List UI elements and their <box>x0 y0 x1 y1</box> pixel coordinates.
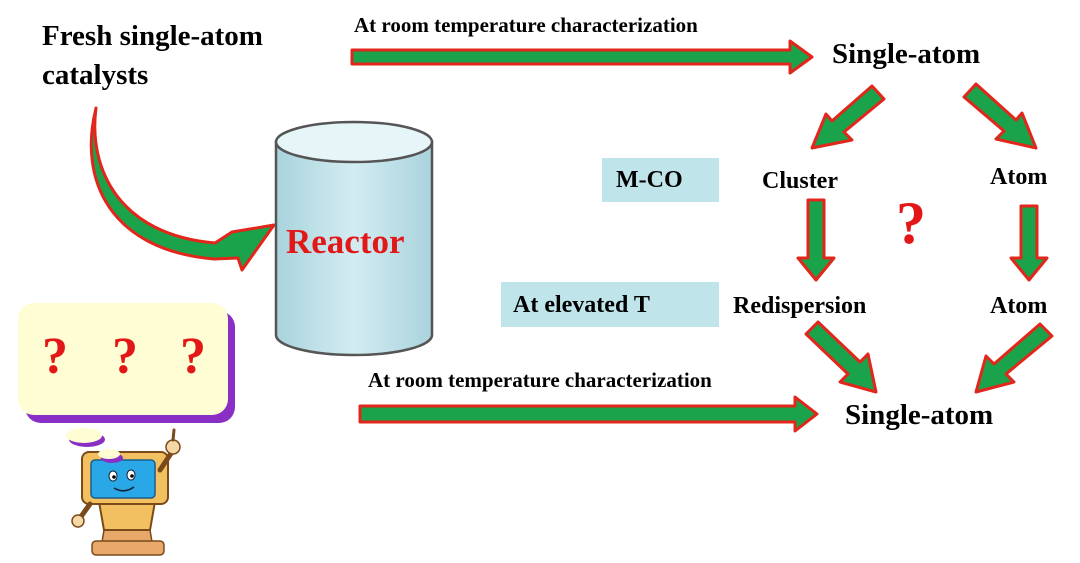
elevated-t-box: At elevated T <box>501 282 719 327</box>
thinking-computer-mascot-icon <box>71 428 181 556</box>
arrow-cluster-to-redispersion <box>796 198 836 282</box>
thought-dot-small <box>98 449 120 459</box>
reactor-cylinder-icon <box>274 120 434 357</box>
top-arrow-label: At room temperature characterization <box>354 13 698 37</box>
cluster-label: Cluster <box>762 168 838 194</box>
reactor-label: Reactor <box>286 222 405 261</box>
m-co-box: M-CO <box>602 158 719 202</box>
arrow-atom-to-atom <box>1009 204 1049 282</box>
elevated-t-label: At elevated T <box>513 292 650 318</box>
redispersion-label: Redispersion <box>733 293 867 319</box>
bottom-arrow-label: At room temperature characterization <box>368 368 712 392</box>
curved-arrow-to-reactor <box>89 106 276 272</box>
thought-dot-large <box>66 428 102 443</box>
arrow-to-cluster <box>810 84 886 150</box>
fresh-catalysts-label-line1: Fresh single-atom <box>42 20 263 52</box>
atom-upper-label: Atom <box>990 164 1048 190</box>
single-atom-bottom-label: Single-atom <box>845 399 994 431</box>
top-characterization-arrow <box>350 39 814 75</box>
arrow-to-atom-upper <box>962 82 1038 150</box>
fresh-catalysts-label-line2: catalysts <box>42 59 149 91</box>
atom-lower-label: Atom <box>990 293 1048 319</box>
arrow-redispersion-to-single-atom <box>804 320 878 394</box>
thought-bubble: ? ? ? <box>18 303 228 415</box>
bottom-characterization-arrow <box>358 395 819 433</box>
bubble-question-mark-3: ? <box>180 328 206 385</box>
arrow-atom-to-single-atom <box>974 322 1054 394</box>
bubble-question-mark-1: ? <box>42 328 68 385</box>
m-co-label: M-CO <box>616 167 683 193</box>
single-atom-top-label: Single-atom <box>832 38 981 70</box>
center-question-mark: ? <box>896 190 926 256</box>
bubble-question-mark-2: ? <box>112 328 138 385</box>
